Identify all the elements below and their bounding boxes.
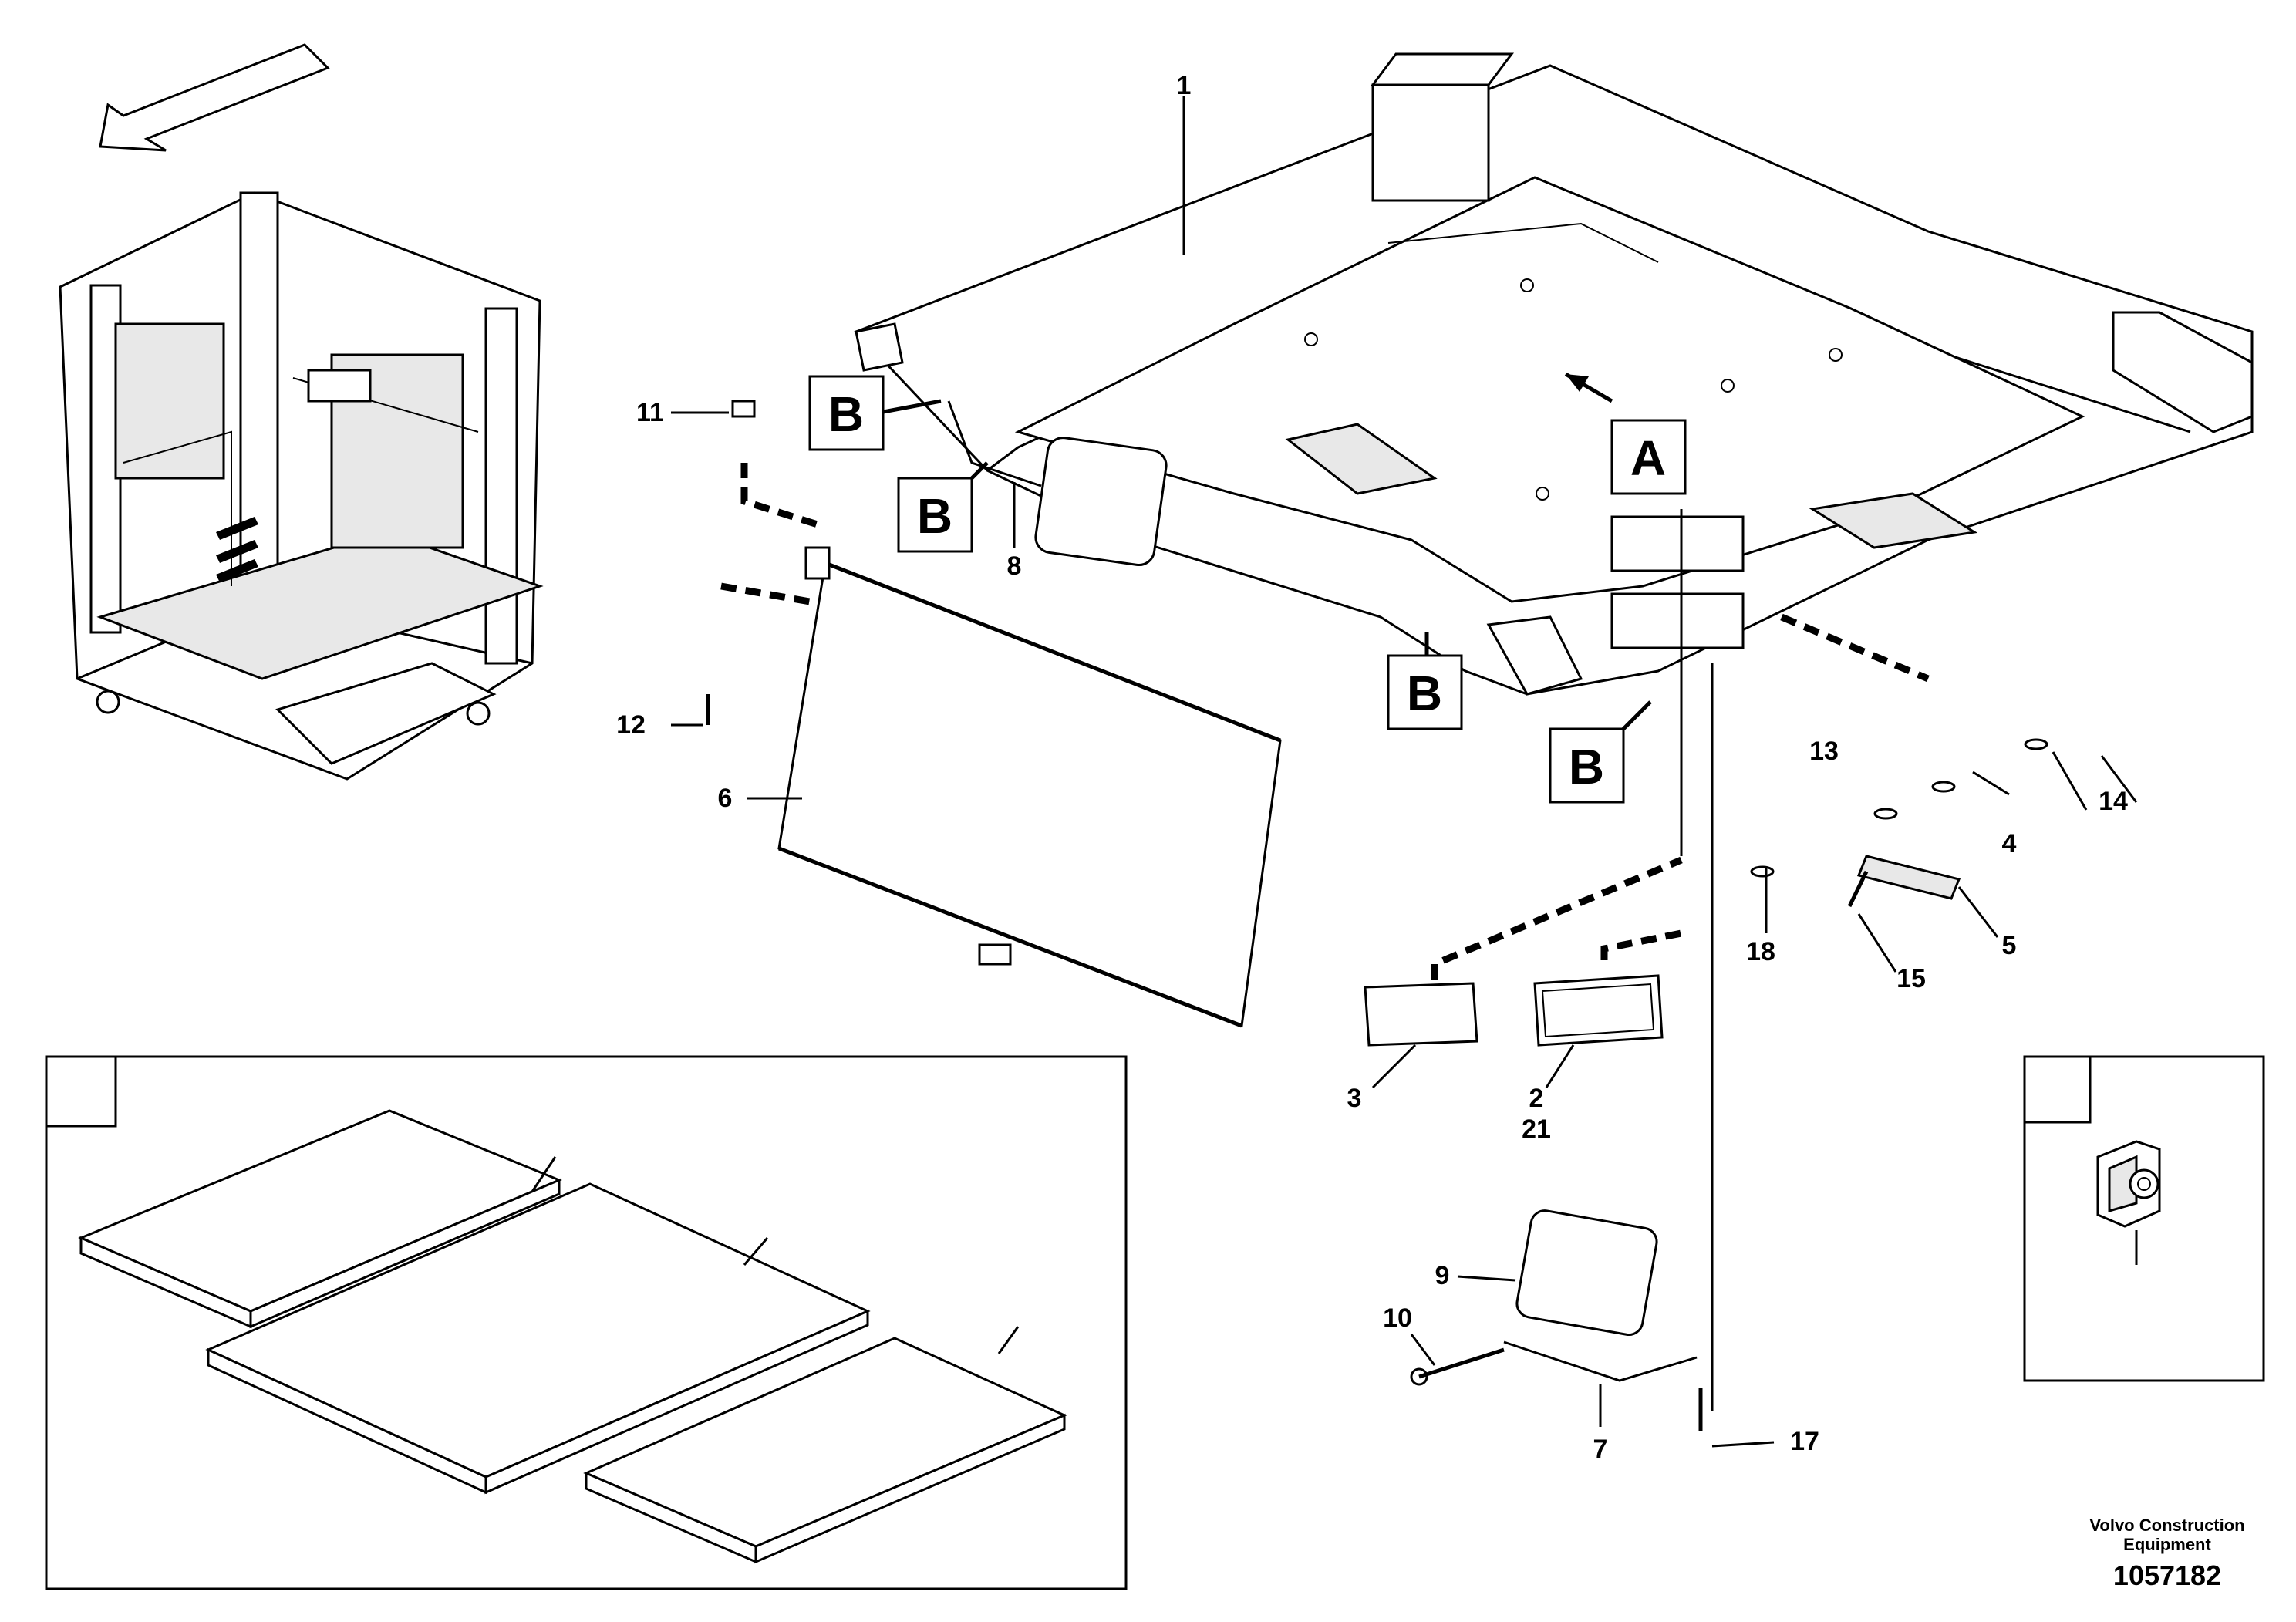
callout-15: 15: [1896, 964, 1926, 993]
callout-1: 1: [1177, 71, 1192, 100]
drawing-footer: Volvo Construction Equipment 1057182: [2089, 1516, 2244, 1591]
callout-2: 2: [1529, 1084, 1544, 1113]
callout-6: 6: [718, 784, 733, 813]
callout-18: 18: [1746, 937, 1775, 966]
callout-labels: 1 11 12 6 8 13 4 14 5 15 18 3 2 21 9 10 …: [616, 71, 2128, 1464]
roof-headliner-assembly: [854, 52, 2254, 696]
view-tag-b-3: B: [1387, 632, 1463, 730]
callout-14: 14: [2099, 787, 2128, 816]
callout-12: 12: [616, 710, 646, 740]
callout-21: 21: [1522, 1114, 1551, 1144]
view-tags: A B B B B: [808, 372, 1687, 804]
sun-visor-3: [1364, 982, 1478, 1047]
mirror-9: [1503, 1209, 1698, 1382]
interior-lamp-5: [1856, 855, 1961, 900]
clip-nut-icon: [2096, 1140, 2161, 1228]
view-tag-b-1: B: [808, 375, 942, 451]
detail-view-a: [45, 1055, 1128, 1590]
company-name-line2: Equipment: [2123, 1535, 2211, 1554]
direction-arrow-icon: [99, 43, 330, 152]
sun-visor-2: [1533, 974, 1664, 1047]
roller-sunblind: [777, 546, 1282, 1028]
svg-text:B: B: [917, 488, 952, 544]
view-tag-a: A: [1564, 372, 1687, 495]
callout-10: 10: [1383, 1303, 1412, 1333]
svg-text:B: B: [828, 386, 864, 442]
company-name-line1: Volvo Construction: [2089, 1516, 2244, 1535]
callout-3: 3: [1347, 1084, 1362, 1113]
insulation-panel-20: [205, 1182, 871, 1495]
callout-17: 17: [1790, 1427, 1819, 1456]
interior-mirror-8: [947, 400, 1168, 567]
callout-5: 5: [2002, 931, 2017, 960]
fasteners: [706, 400, 2048, 1431]
callout-13: 13: [1809, 737, 1839, 766]
callout-11: 11: [636, 398, 664, 427]
insulation-panel-19-right: [583, 1337, 1067, 1564]
view-tag-b-2: B: [897, 461, 989, 553]
svg-text:A: A: [1630, 430, 1666, 486]
view-tag-b-4: B: [1549, 700, 1652, 804]
svg-text:B: B: [1569, 739, 1604, 794]
detail-view-b: [2023, 1055, 2265, 1382]
svg-text:B: B: [1407, 666, 1442, 721]
callout-8: 8: [1007, 551, 1022, 581]
cab-frame-illustration: [59, 191, 544, 781]
callout-4: 4: [2002, 829, 2017, 858]
insulation-panel-19-left: [78, 1109, 562, 1329]
drawing-number: 1057182: [2113, 1560, 2221, 1591]
leader-lines: [671, 96, 2138, 1448]
screw-10: [1410, 1347, 1505, 1386]
routing-dash-lines: [720, 463, 1930, 980]
callout-7: 7: [1593, 1435, 1608, 1464]
callout-9: 9: [1435, 1261, 1450, 1290]
